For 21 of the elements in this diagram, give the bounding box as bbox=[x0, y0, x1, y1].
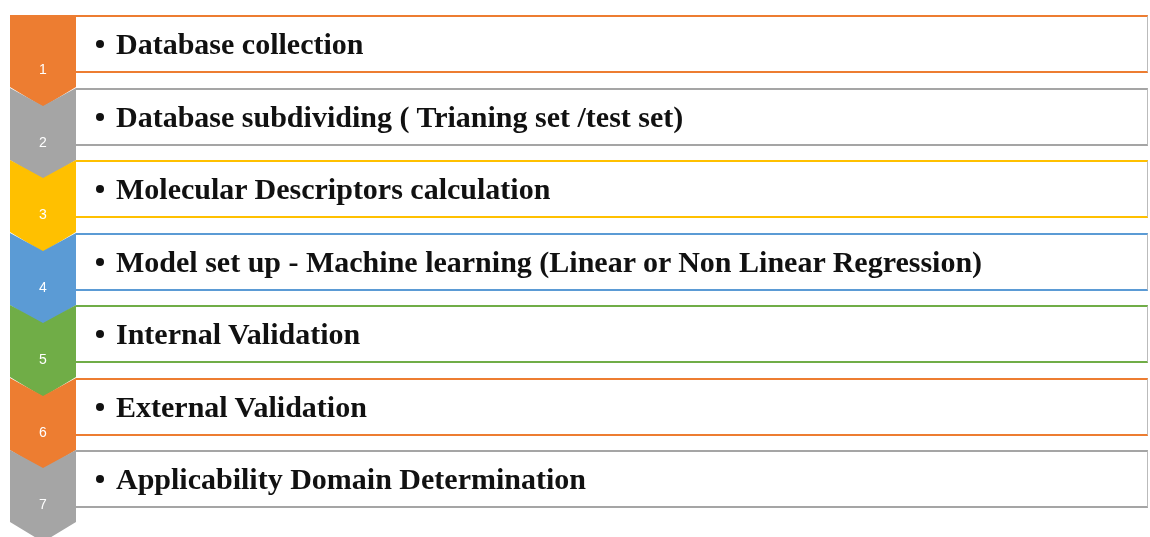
step-text: Database collection bbox=[116, 27, 364, 61]
step-number: 3 bbox=[38, 206, 48, 222]
step-bar bbox=[76, 87, 1148, 146]
step-number: 5 bbox=[38, 351, 48, 367]
step-bar bbox=[76, 232, 1148, 291]
step-number: 4 bbox=[38, 278, 48, 295]
step-text: Database subdividing ( Trianing set /test set) bbox=[116, 99, 684, 134]
step-number: 6 bbox=[38, 423, 48, 440]
step-number: 7 bbox=[38, 496, 48, 512]
step-number: 1 bbox=[38, 61, 48, 77]
step-text: External Validation bbox=[116, 389, 367, 424]
step-text: Internal Validation bbox=[116, 317, 361, 351]
step-text: Applicability Domain Determination bbox=[116, 462, 586, 496]
step-text: Molecular Descriptors calculation bbox=[116, 172, 551, 206]
step-bar bbox=[76, 450, 1148, 508]
step-bar bbox=[76, 15, 1148, 73]
step-bar bbox=[76, 305, 1148, 363]
step-bar bbox=[76, 377, 1148, 436]
step-bar bbox=[76, 160, 1148, 218]
step-text: Model set up - Machine learning (Linear or Non Linear Regression) bbox=[116, 244, 983, 279]
step-number: 2 bbox=[38, 133, 48, 150]
